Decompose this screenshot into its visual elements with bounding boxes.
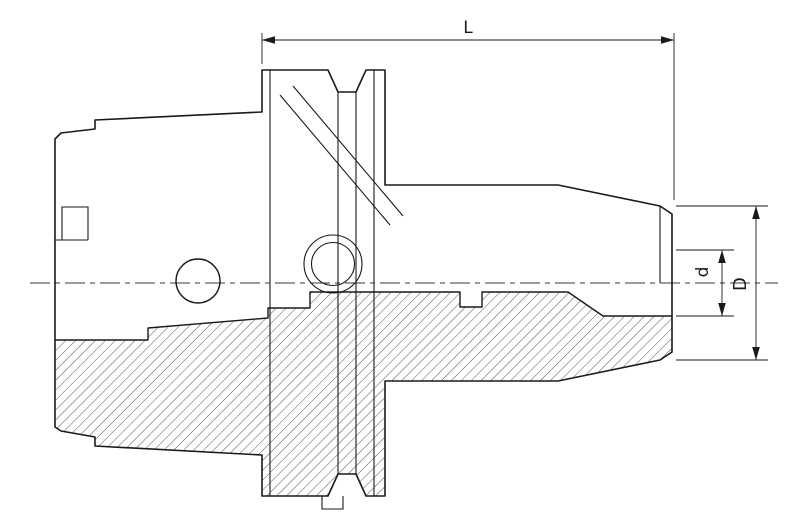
bore-profile-path xyxy=(55,291,672,341)
dim-D-arrow-top xyxy=(752,206,760,219)
dim-d-arrow-bottom xyxy=(718,303,726,316)
dim-d-arrow-top xyxy=(718,250,726,263)
dim-label-L: L xyxy=(463,18,473,38)
side-hole xyxy=(175,258,221,304)
breakout-line-1 xyxy=(279,94,391,226)
bore-profile xyxy=(55,291,672,341)
dimension-L: L xyxy=(261,18,675,200)
flange-bottom-tab-path xyxy=(321,496,344,510)
dim-L-arrow-left xyxy=(262,36,275,44)
dim-L-arrow-right xyxy=(661,36,674,44)
flange-bottom-tab xyxy=(321,496,344,510)
dim-D-arrow-bottom xyxy=(752,347,760,360)
shank-drive-slot-path xyxy=(55,206,89,241)
breakout-detail xyxy=(279,85,404,294)
breakout-line-2 xyxy=(292,85,404,217)
side-hole-circle xyxy=(175,258,221,304)
coolant-tube-outer-circle xyxy=(303,234,363,294)
dimension-D: D xyxy=(676,205,768,361)
upper-profile-path xyxy=(54,69,673,284)
section-hatch-fill xyxy=(55,292,672,496)
outer-profile-upper xyxy=(54,69,673,284)
dim-label-d: d xyxy=(693,267,713,278)
coolant-tube-inner-circle xyxy=(310,241,356,287)
section-hatch xyxy=(55,292,672,496)
flange-grooves xyxy=(269,70,375,496)
dimension-d: d xyxy=(676,249,734,317)
shank-drive-slot xyxy=(55,206,89,241)
dim-label-D: D xyxy=(730,277,751,291)
